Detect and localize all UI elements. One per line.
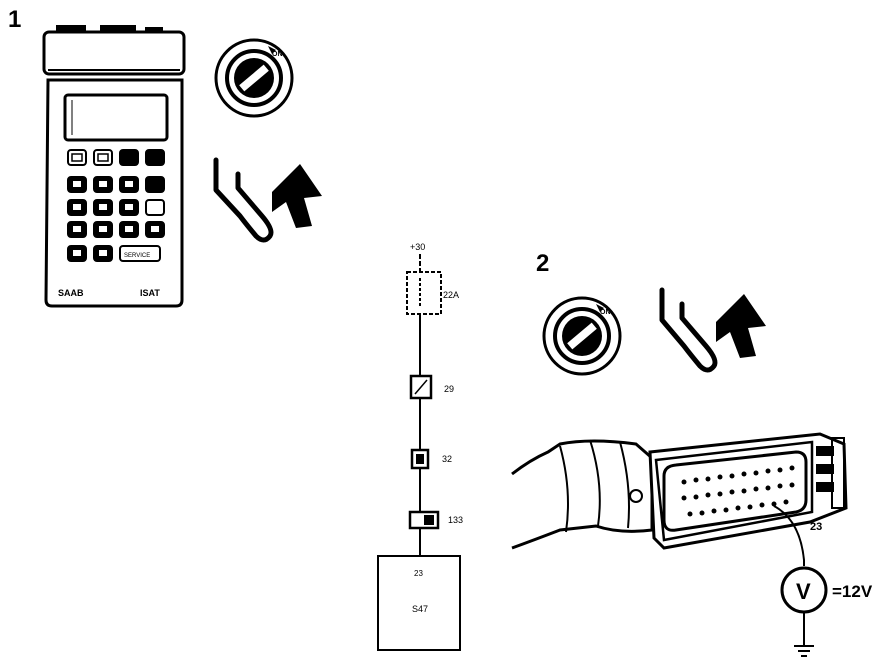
ignition-key-icon: ON [214, 38, 294, 118]
sensor-clip-icon [213, 157, 274, 243]
ecu-label: S47 [412, 604, 428, 614]
diagnostic-tester-icon: SERVICE SAAB ISAT [42, 25, 186, 308]
ignition-key-icon-2: ON [542, 296, 622, 376]
svg-text:ON: ON [272, 51, 283, 58]
pin-23-label: 23 [810, 521, 822, 533]
step-2-label: 2 [536, 250, 550, 277]
ecu-pin-label: 23 [414, 569, 423, 578]
step-1-label: 1 [8, 6, 22, 33]
arrow-icon-2 [716, 294, 766, 358]
connector-32-label: 32 [442, 454, 452, 464]
supply-label: +30 [410, 242, 425, 252]
sensor-clip-icon-2 [659, 287, 718, 373]
tester-brand: SAAB [58, 288, 84, 298]
fuse-label: 22A [443, 290, 459, 300]
voltmeter-symbol: V [796, 579, 811, 604]
wiring-circuit: +30 22A 29 32 133 23 S47 [377, 242, 463, 651]
connector-plug-icon [511, 432, 848, 550]
tester-model: ISAT [140, 288, 160, 298]
voltage-reading: =12V [832, 582, 873, 601]
voltmeter-icon: V =12V [780, 566, 873, 646]
connector-29-label: 29 [444, 384, 454, 394]
connector-133-label: 133 [448, 515, 463, 525]
key-label: SERVICE [124, 253, 150, 259]
ground-icon [794, 645, 814, 657]
svg-text:ON: ON [600, 309, 611, 316]
arrow-icon [272, 164, 322, 228]
